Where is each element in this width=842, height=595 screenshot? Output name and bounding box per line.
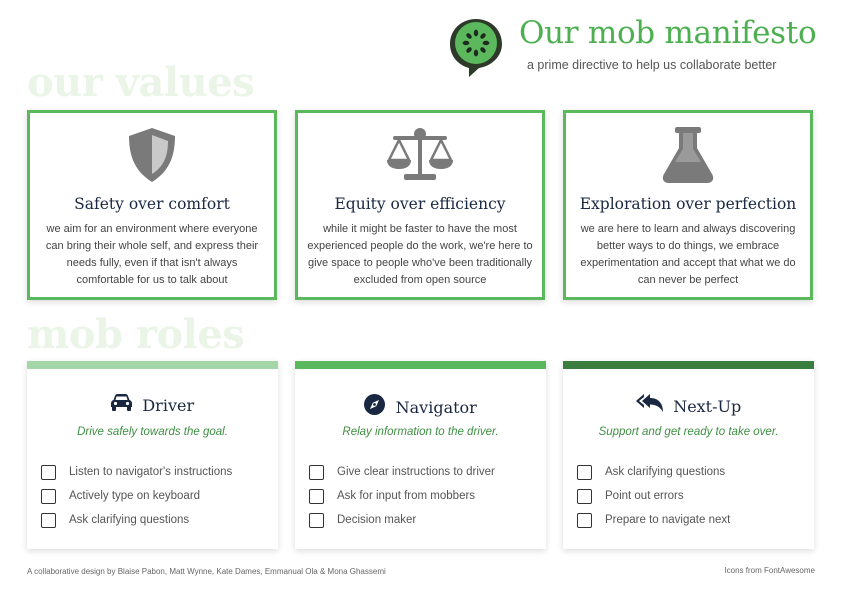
checklist-item: Ask clarifying questions	[41, 508, 232, 532]
role-card-next-up: Next-Up Support and get ready to take ov…	[563, 361, 814, 549]
reply-all-icon	[635, 394, 663, 418]
role-checklist: Give clear instructions to driver Ask fo…	[309, 460, 495, 532]
role-name: Driver	[142, 395, 195, 415]
credits-text: A collaborative design by Blaise Pabon, …	[27, 567, 386, 576]
page-subtitle: a prime directive to help us collaborate…	[527, 58, 777, 72]
value-description: we aim for an environment where everyone…	[45, 223, 259, 286]
checklist-item-label: Prepare to navigate next	[605, 514, 731, 526]
checkbox[interactable]	[309, 464, 324, 480]
role-tagline: Support and get ready to take over.	[598, 426, 779, 438]
value-card-exploration: Exploration over perfection we are here …	[563, 110, 813, 300]
balance-scale-icon	[386, 126, 454, 187]
role-header: Navigator	[295, 394, 546, 420]
checklist-item: Ask for input from mobbers	[309, 484, 495, 508]
role-tagline: Relay information to the driver.	[342, 426, 499, 438]
flask-icon	[662, 126, 714, 189]
role-checklist: Listen to navigator's instructions Activ…	[41, 460, 232, 532]
checklist-item-label: Actively type on keyboard	[69, 490, 201, 502]
value-title: Safety over comfort	[74, 195, 230, 213]
checkbox[interactable]	[309, 488, 324, 504]
checklist-item-label: Give clear instructions to driver	[337, 466, 495, 478]
role-card-navigator: Navigator Relay information to the drive…	[295, 361, 546, 549]
value-title: Equity over efficiency	[334, 195, 506, 213]
checkbox[interactable]	[41, 464, 56, 480]
checklist-item-label: Listen to navigator's instructions	[69, 466, 233, 478]
value-title: Exploration over perfection	[579, 195, 797, 213]
icons-credit-text: Icons from FontAwesome	[724, 566, 815, 575]
checklist-item: Prepare to navigate next	[577, 508, 730, 532]
car-icon	[110, 394, 132, 416]
page-title: Our mob manifesto	[519, 15, 817, 51]
checklist-item: Give clear instructions to driver	[309, 460, 495, 484]
value-description: while it might be faster to have the mos…	[307, 223, 533, 286]
compass-icon	[364, 394, 386, 420]
checklist-item-label: Decision maker	[337, 514, 417, 526]
role-checklist: Ask clarifying questions Point out error…	[577, 460, 730, 532]
role-color-bar	[27, 361, 278, 369]
role-color-bar	[295, 361, 546, 369]
roles-heading: mob roles	[27, 311, 245, 358]
shield-icon	[126, 126, 178, 189]
checkbox[interactable]	[577, 464, 592, 480]
checklist-item-label: Ask clarifying questions	[69, 514, 190, 526]
checklist-item-label: Ask for input from mobbers	[337, 490, 476, 502]
checklist-item-label: Point out errors	[605, 490, 684, 502]
role-color-bar	[563, 361, 814, 369]
values-heading: our values	[27, 59, 255, 106]
role-header: Next-Up	[563, 394, 814, 418]
checklist-item: Listen to navigator's instructions	[41, 460, 232, 484]
checkbox[interactable]	[309, 512, 324, 528]
role-header: Driver	[27, 394, 278, 416]
checkbox[interactable]	[577, 488, 592, 504]
checkbox[interactable]	[41, 488, 56, 504]
checklist-item: Decision maker	[309, 508, 495, 532]
checklist-item: Actively type on keyboard	[41, 484, 232, 508]
role-card-driver: Driver Drive safely towards the goal. Li…	[27, 361, 278, 549]
role-tagline: Drive safely towards the goal.	[77, 426, 228, 438]
value-card-equity: Equity over efficiency while it might be…	[295, 110, 545, 300]
checklist-item-label: Ask clarifying questions	[605, 466, 726, 478]
role-name: Navigator	[395, 397, 477, 417]
cucumber-logo-icon	[448, 17, 504, 79]
value-description: we are here to learn and always discover…	[580, 223, 796, 286]
checkbox[interactable]	[577, 512, 592, 528]
checklist-item: Point out errors	[577, 484, 730, 508]
role-name: Next-Up	[673, 396, 742, 416]
value-card-safety: Safety over comfort we aim for an enviro…	[27, 110, 277, 300]
checklist-item: Ask clarifying questions	[577, 460, 730, 484]
checkbox[interactable]	[41, 512, 56, 528]
